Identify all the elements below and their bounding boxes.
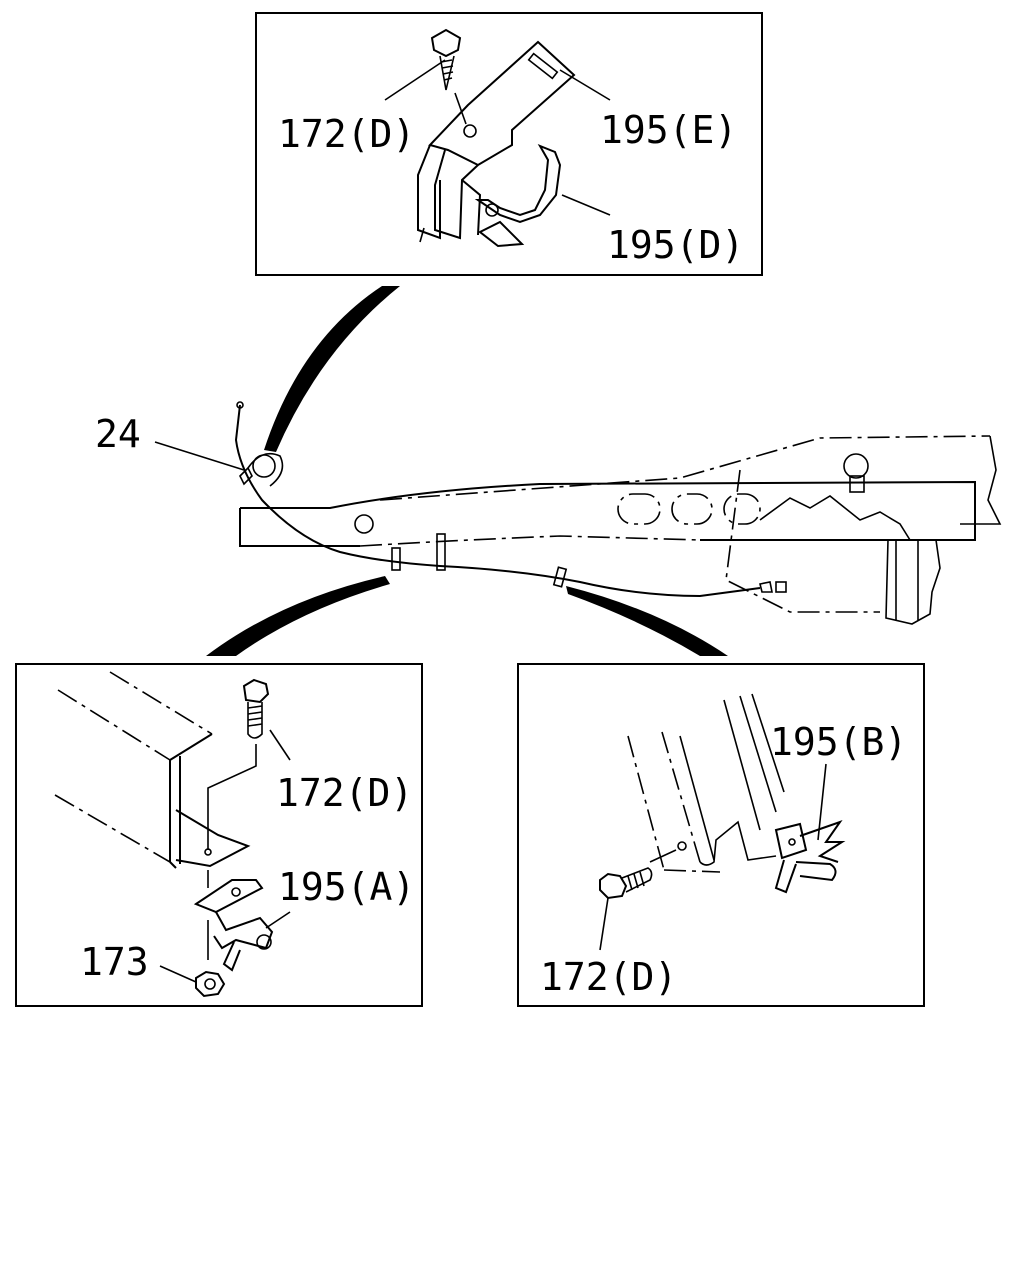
nut-173 bbox=[195, 970, 226, 998]
leader-172d-top bbox=[384, 59, 446, 101]
leader-195a bbox=[265, 911, 291, 929]
label-173: 173 bbox=[80, 940, 149, 984]
leader-195e bbox=[559, 69, 611, 101]
callout-arc-right bbox=[566, 586, 728, 656]
label-195d: 195(D) bbox=[607, 223, 744, 267]
leader-24 bbox=[154, 441, 245, 471]
bolt-172d-left bbox=[242, 678, 270, 739]
clamp-195d bbox=[474, 144, 562, 248]
frame-main-view: 24 bbox=[95, 401, 1002, 625]
callout-arc-left bbox=[206, 576, 390, 656]
callout-arc-top bbox=[264, 286, 400, 452]
detail-box-top: 172(D) 195(E) 195(D) bbox=[255, 12, 763, 276]
clip-195a bbox=[193, 879, 274, 972]
leader-195b bbox=[817, 763, 827, 841]
leader-195d bbox=[561, 194, 611, 216]
clip-195b bbox=[774, 820, 846, 894]
detail-box-bottom-right: 195(B) 172(D) bbox=[517, 663, 925, 1007]
bolt-172d-top bbox=[430, 28, 467, 125]
detail-box-bottom-left: 172(D) 195(A) 173 bbox=[15, 663, 423, 1007]
label-172d-right: 172(D) bbox=[540, 955, 677, 999]
bracket-195e bbox=[417, 40, 576, 243]
leader-172d-left bbox=[269, 729, 291, 761]
leader-173 bbox=[159, 965, 197, 983]
label-24: 24 bbox=[95, 412, 141, 456]
label-172d-left: 172(D) bbox=[276, 771, 413, 815]
label-172d-top: 172(D) bbox=[278, 112, 415, 156]
label-195b: 195(B) bbox=[770, 720, 907, 764]
leader-172d-right bbox=[599, 897, 609, 951]
label-195e: 195(E) bbox=[600, 108, 737, 152]
bolt-172d-right bbox=[599, 867, 653, 900]
label-195a: 195(A) bbox=[278, 865, 415, 909]
